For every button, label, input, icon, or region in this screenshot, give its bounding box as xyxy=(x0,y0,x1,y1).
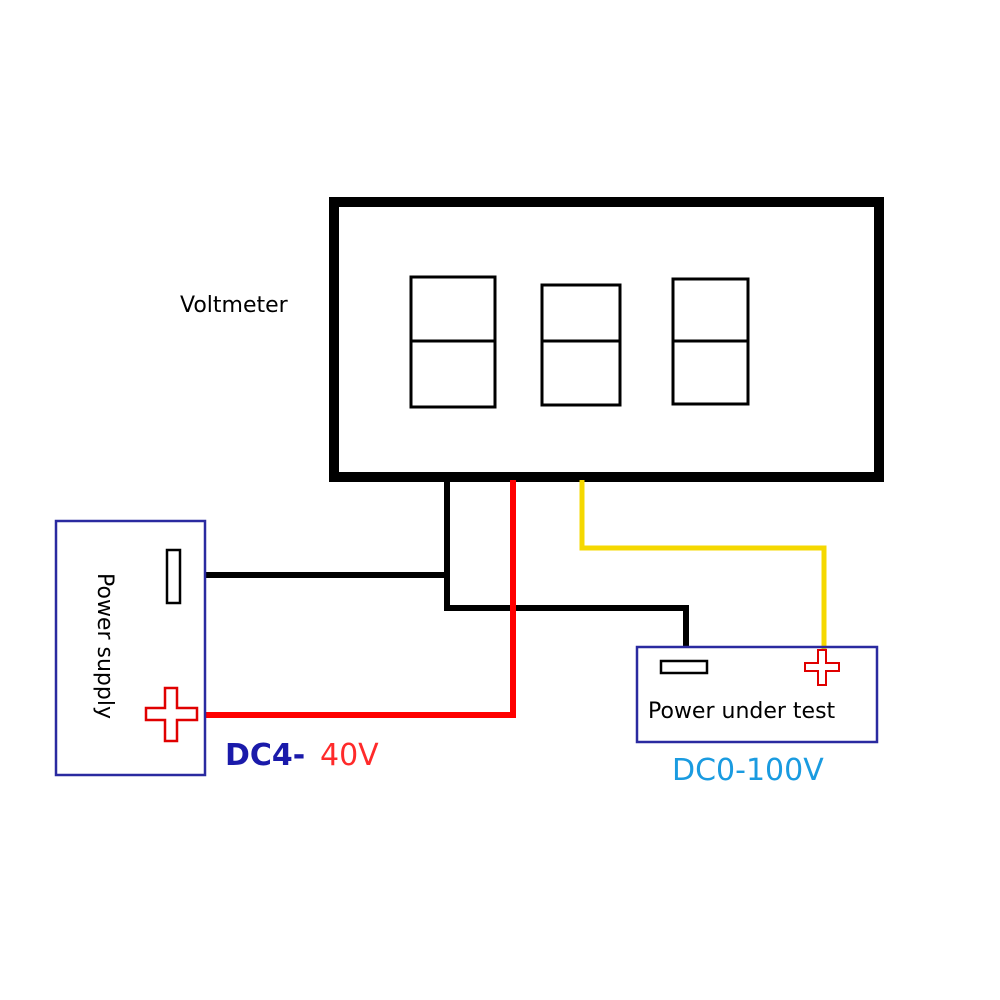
voltmeter: Voltmeter xyxy=(180,197,884,482)
plus-terminal-icon xyxy=(144,686,199,743)
black-wire-ground xyxy=(444,480,689,648)
digit-2 xyxy=(540,283,622,407)
digit-3 xyxy=(671,277,750,406)
yellow-wire xyxy=(579,480,827,650)
power-supply-label: Power supply xyxy=(92,573,117,719)
power-supply: Power supply DC4- 40V xyxy=(54,519,379,777)
power-under-test-box xyxy=(635,645,879,744)
red-wire xyxy=(205,480,516,718)
power-supply-range-suffix: 40V xyxy=(320,738,379,773)
digit-1 xyxy=(409,275,497,409)
power-under-test-label: Power under test xyxy=(648,699,836,724)
plus-terminal-icon xyxy=(804,649,840,686)
power-under-test: Power under test DC0-100V xyxy=(635,645,879,788)
minus-terminal-icon xyxy=(659,659,709,675)
power-supply-range-prefix: DC4- xyxy=(225,738,305,773)
voltmeter-body xyxy=(329,197,884,482)
power-under-test-range: DC0-100V xyxy=(672,753,824,788)
power-supply-box xyxy=(54,519,207,777)
minus-terminal-icon xyxy=(165,548,182,605)
voltmeter-label: Voltmeter xyxy=(180,293,289,318)
